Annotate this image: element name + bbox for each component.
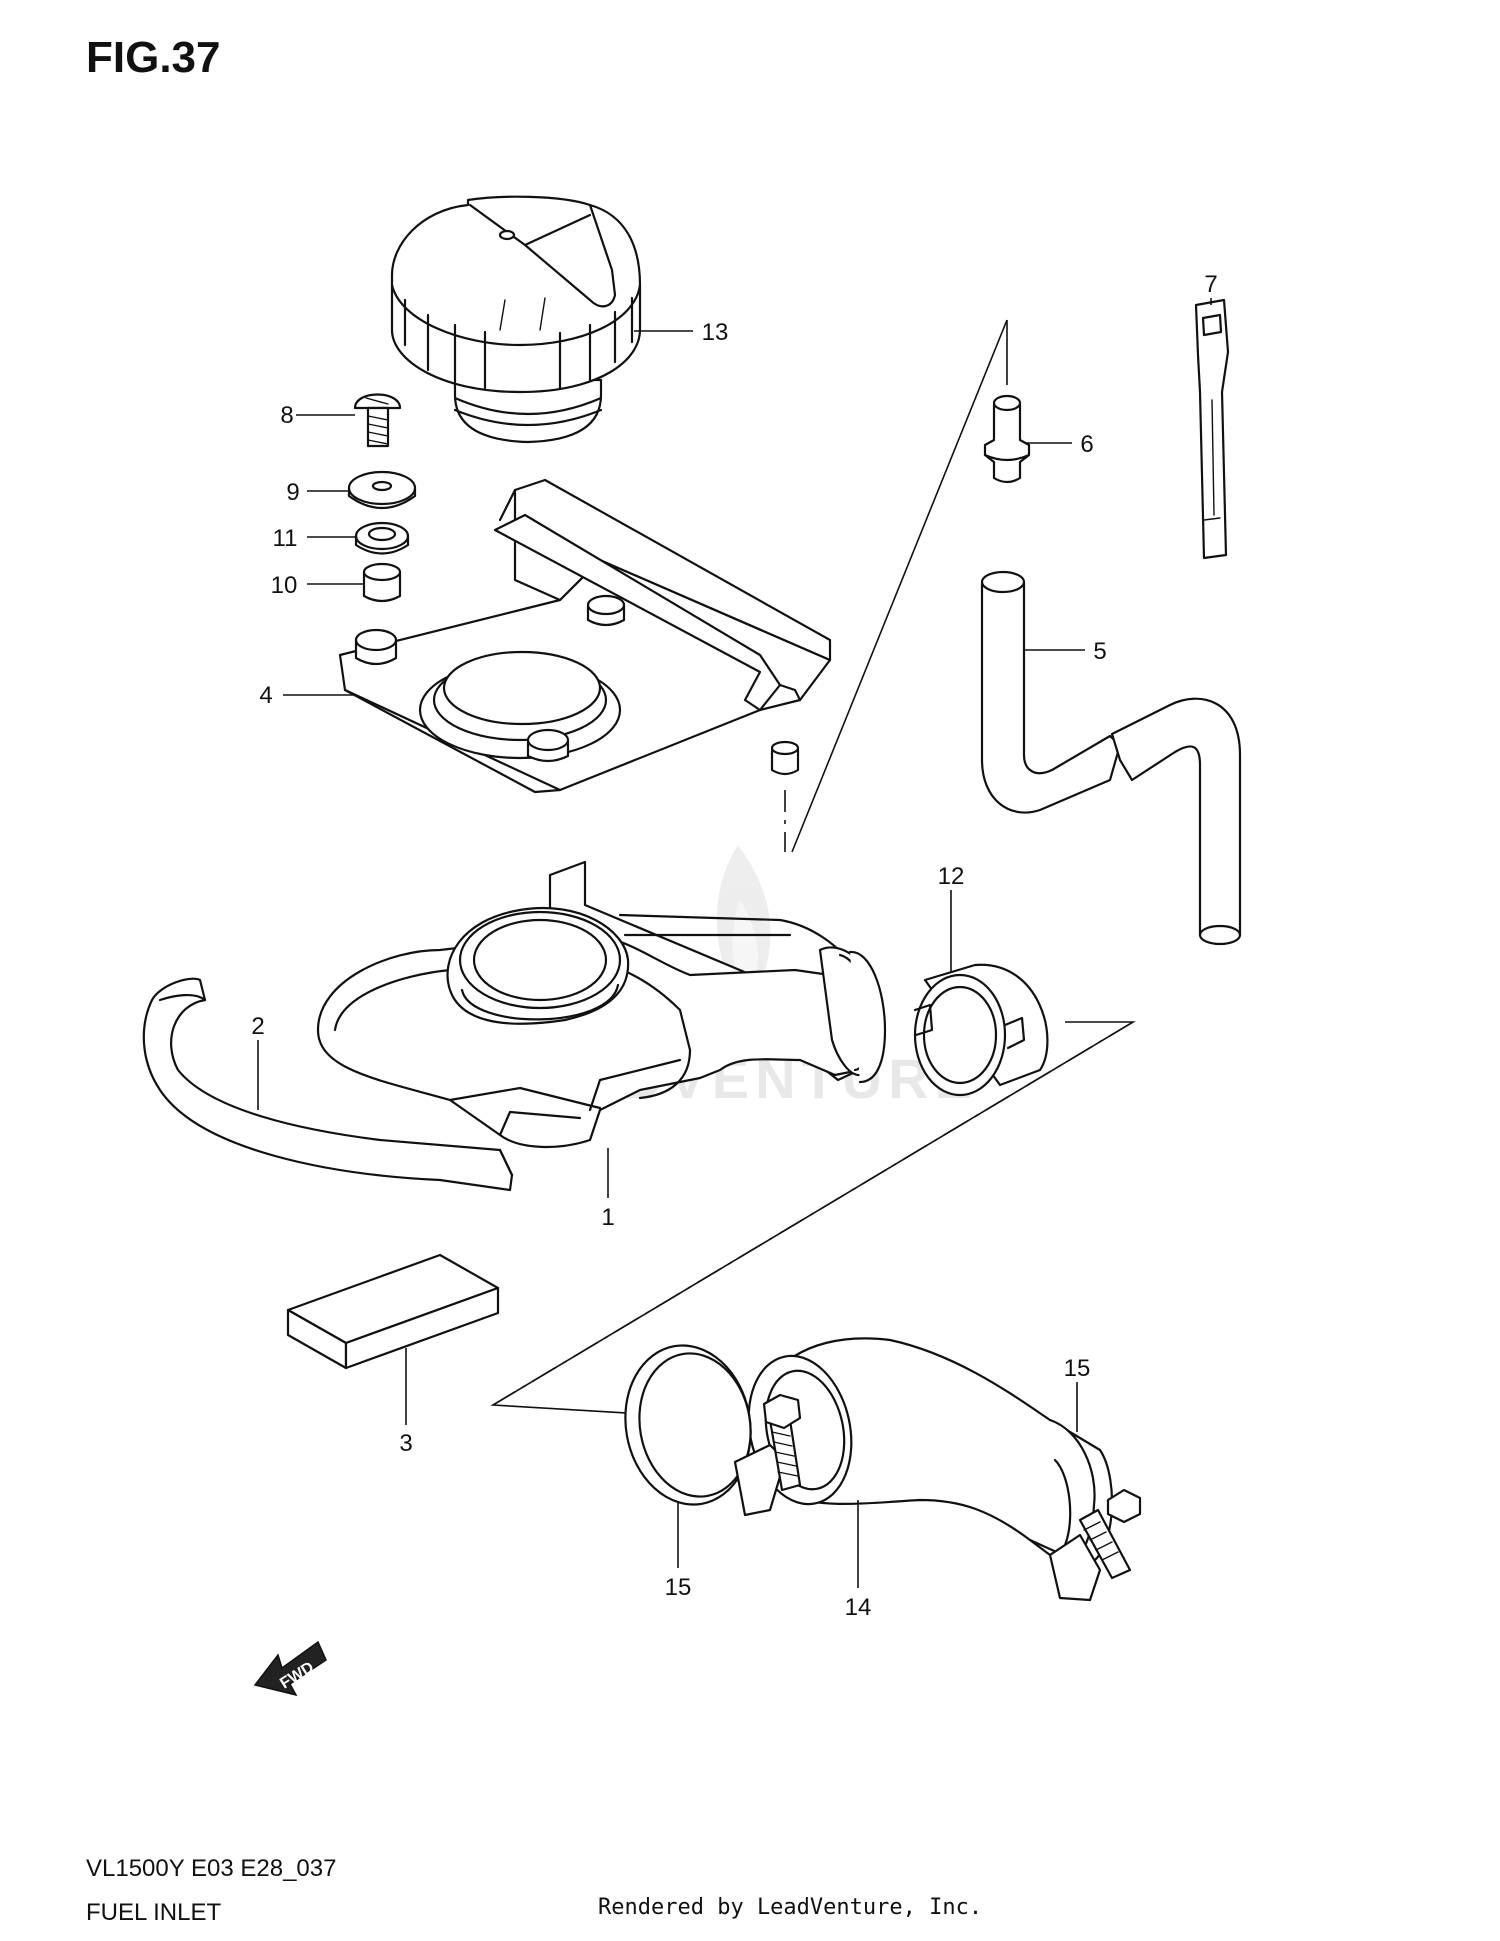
foam-pad-part xyxy=(286,1253,500,1370)
callout-7: 7 xyxy=(1204,271,1217,298)
bracket-plate-part xyxy=(338,478,832,794)
figure-title: FIG.37 xyxy=(86,33,221,82)
callout-13: 13 xyxy=(702,319,729,346)
callout-labels: 1 2 3 4 5 6 7 8 9 11 10 12 13 14 15 15 xyxy=(251,271,1217,1621)
seal-strip-part xyxy=(142,977,514,1192)
fwd-arrow-icon: FWD xyxy=(253,1640,327,1697)
clamp-right-part xyxy=(1028,1488,1142,1602)
collar-part xyxy=(362,562,402,603)
callout-11: 11 xyxy=(273,525,298,552)
strap-part xyxy=(1194,298,1230,560)
callout-15-left: 15 xyxy=(665,1574,692,1601)
clamp-left-part xyxy=(624,1344,802,1517)
callout-10: 10 xyxy=(271,572,298,599)
fuel-cap-part xyxy=(390,195,642,444)
callout-9: 9 xyxy=(286,479,299,506)
credit-line: Rendered by LeadVenture, Inc. xyxy=(598,1895,982,1920)
leader-lines xyxy=(257,298,1212,1588)
alignment-guide-6 xyxy=(784,319,1008,853)
callout-6: 6 xyxy=(1080,431,1093,458)
section-name: FUEL INLET xyxy=(86,1899,221,1926)
alignment-guide-14 xyxy=(490,1021,1136,1416)
callout-14: 14 xyxy=(845,1594,872,1621)
screw-part xyxy=(353,393,402,448)
model-code: VL1500Y E03 E28_037 xyxy=(86,1855,336,1882)
callout-4: 4 xyxy=(259,682,272,709)
callout-3: 3 xyxy=(399,1430,412,1457)
callout-8: 8 xyxy=(280,402,293,429)
fitting-part xyxy=(983,394,1031,484)
callout-5: 5 xyxy=(1093,638,1106,665)
washer-part xyxy=(347,470,417,509)
inlet-housing-part xyxy=(316,860,887,1148)
callout-12: 12 xyxy=(938,863,965,890)
sleeve-part xyxy=(913,963,1049,1097)
grommet-part xyxy=(354,521,410,555)
hose-part xyxy=(980,570,1242,946)
callout-2: 2 xyxy=(251,1013,264,1040)
callout-15-right: 15 xyxy=(1064,1355,1091,1382)
callout-1: 1 xyxy=(601,1204,614,1231)
